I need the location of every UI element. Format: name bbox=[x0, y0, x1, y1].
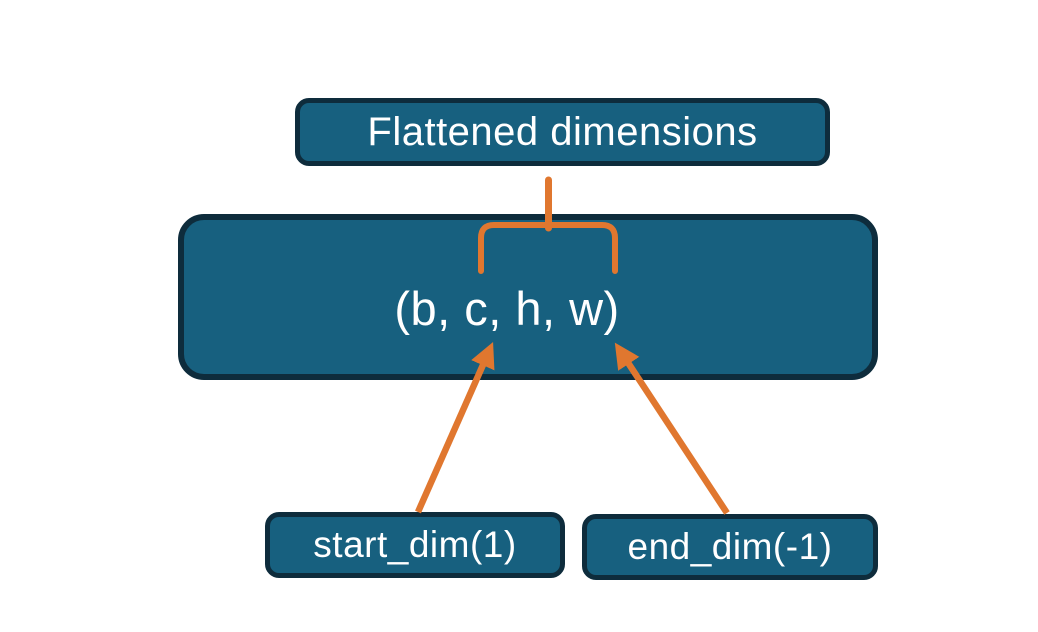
node-end-dim-label: end_dim(-1) bbox=[627, 526, 833, 567]
node-flattened-dimensions: Flattened dimensions bbox=[295, 98, 830, 166]
node-flattened-dimensions-label: Flattened dimensions bbox=[367, 109, 758, 154]
node-end-dim: end_dim(-1) bbox=[582, 514, 878, 580]
node-start-dim-label: start_dim(1) bbox=[313, 524, 517, 565]
node-tensor-shape: (b, c, h, w) bbox=[178, 214, 878, 380]
node-tensor-shape-label: (b, c, h, w) bbox=[394, 281, 620, 335]
node-start-dim: start_dim(1) bbox=[265, 512, 565, 578]
